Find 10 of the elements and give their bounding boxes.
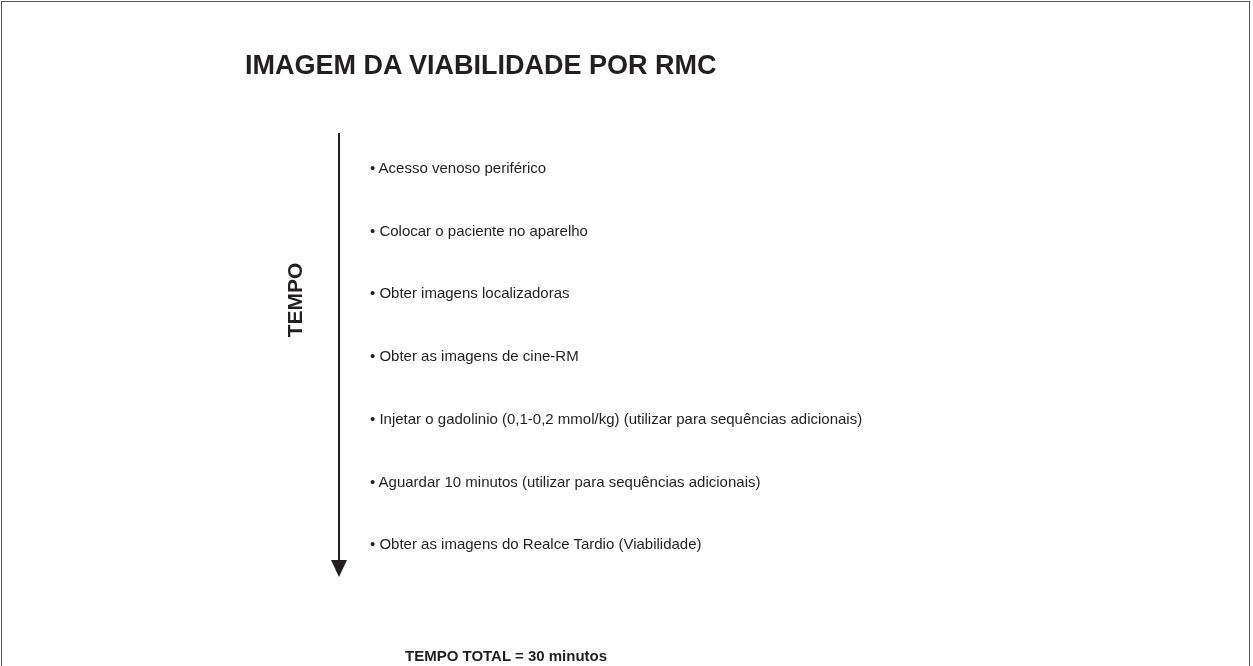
step-item: • Obter as imagens do Realce Tardio (Viabilidade) xyxy=(370,534,702,552)
step-item: • Acesso venoso periférico xyxy=(370,158,547,176)
step-item: • Injetar o gadolinio (0,1-0,2 mmol/kg) (utilizar para sequências adicionais) xyxy=(370,409,863,427)
step-item: • Aguardar 10 minutos (utilizar para sequências adicionais) xyxy=(370,472,761,489)
total-time-note: TEMPO TOTAL = 30 minutos xyxy=(405,646,608,664)
title: IMAGEM DA VIABILIDADE POR RMC xyxy=(245,50,717,81)
step-item: • Obter imagens localizadoras xyxy=(370,283,570,301)
step-item: • Obter as imagens de cine-RM xyxy=(370,346,579,364)
step-item: • Colocar o paciente no aparelho xyxy=(370,221,588,239)
axis-label: TEMPO xyxy=(283,262,307,338)
